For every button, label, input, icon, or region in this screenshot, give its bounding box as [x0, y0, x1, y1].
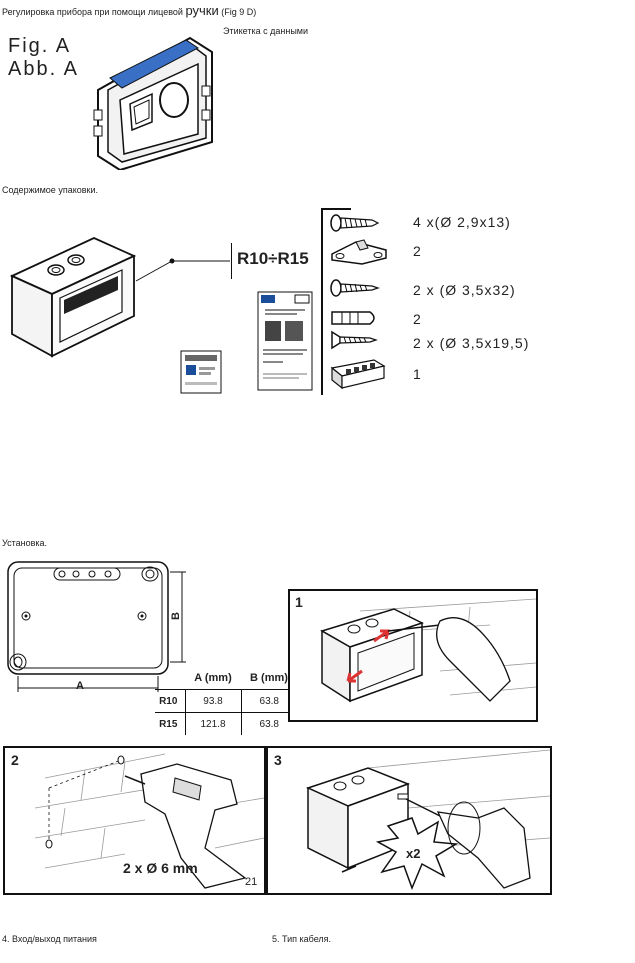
device-front-illustration — [93, 36, 213, 170]
step-3-panel: 3 x2 — [266, 746, 552, 895]
table-cell: 93.8 — [185, 689, 242, 713]
dimension-a-label: A — [76, 680, 84, 692]
wall-plug-icon — [331, 311, 375, 325]
instruction-manual-icon — [257, 291, 313, 391]
data-label-caption: Этикетка с данными — [223, 26, 309, 36]
contents-bracket-top — [321, 208, 351, 210]
fig-label-2: Abb. A — [8, 58, 79, 80]
table-header: B (mm) — [250, 672, 288, 684]
item-qty-4: 2 — [413, 311, 422, 327]
step-3-number: 3 — [274, 752, 282, 768]
model-label: R10÷R15 — [237, 249, 309, 268]
screw-long-icon — [330, 279, 380, 297]
step-2-panel: 2 2 x Ø 6 mm 21 — [3, 746, 266, 895]
step-3-illustration — [305, 749, 550, 891]
step-1-panel: 1 — [288, 589, 538, 722]
package-heading: Содержимое упаковки. — [2, 185, 98, 195]
callout-line — [135, 258, 230, 282]
table-cell: 63.8 — [241, 689, 297, 713]
dimension-drawing — [7, 561, 186, 692]
adjustment-heading: Регулировка прибора при помощи лицевой р… — [2, 3, 256, 18]
item-qty-6: 1 — [413, 366, 422, 382]
table-cell: 63.8 — [241, 712, 297, 735]
dimensions-table: A (mm) B (mm) R10 93.8 63.8 R15 121.8 63… — [155, 667, 297, 735]
table-cell: R10 — [155, 689, 186, 713]
heading-word: ручки — [185, 3, 219, 18]
heading-suffix: (Fig 9 D) — [218, 7, 257, 17]
bracket-icon — [331, 239, 387, 265]
warranty-leaflet-icon — [180, 350, 222, 394]
step-2-page-number: 21 — [245, 876, 258, 888]
step-2-illustration — [34, 753, 264, 889]
item-qty-1: 4 x(Ø 2,9x13) — [413, 214, 511, 230]
section-5-heading: 5. Тип кабеля. — [272, 934, 332, 944]
table-header: A (mm) — [194, 672, 232, 684]
fig-label-1: Fig. A — [8, 35, 72, 57]
contents-bracket — [321, 208, 323, 395]
table-header-row: A (mm) B (mm) — [155, 667, 297, 690]
heading-prefix: Регулировка прибора при помощи лицевой — [2, 7, 186, 17]
screw-icon — [330, 214, 380, 232]
countersunk-screw-icon — [331, 330, 378, 350]
section-4-heading: 4. Вход/выход питания — [2, 934, 97, 944]
step-2-number: 2 — [11, 752, 19, 768]
item-qty-5: 2 x (Ø 3,5x19,5) — [413, 335, 530, 351]
table-cell: R15 — [155, 712, 186, 735]
installation-heading: Установка. — [2, 538, 48, 548]
step-1-illustration — [320, 598, 536, 703]
enclosure-box-illustration — [9, 237, 137, 358]
table-cell: 121.8 — [185, 712, 242, 735]
model-divider — [231, 243, 232, 279]
terminal-block-icon — [330, 359, 386, 390]
step-1-number: 1 — [295, 594, 303, 610]
item-qty-3: 2 x (Ø 3,5x32) — [413, 282, 516, 298]
dimension-b-label: B — [169, 612, 182, 620]
table-row: R10 93.8 63.8 — [155, 689, 297, 713]
step-2-caption: 2 x Ø 6 mm — [123, 860, 198, 876]
step-3-badge: x2 — [406, 846, 421, 861]
table-row: R15 121.8 63.8 — [155, 712, 297, 735]
item-qty-2: 2 — [413, 243, 422, 259]
